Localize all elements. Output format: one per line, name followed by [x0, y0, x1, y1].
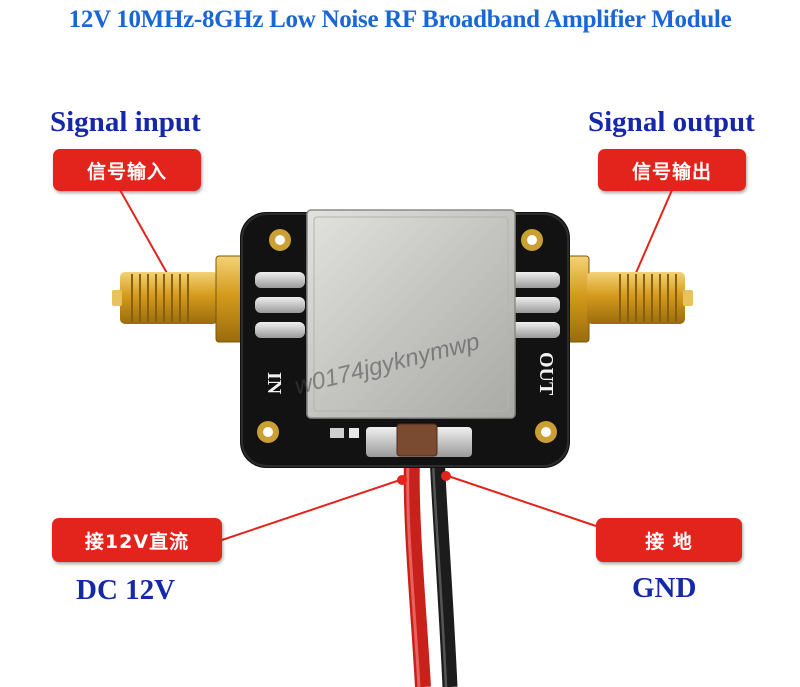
gnd-tag: 接 地	[596, 518, 742, 562]
red-wire-highlight	[406, 461, 421, 687]
output-pointer-line	[631, 189, 673, 283]
left-sma-pin	[112, 290, 122, 306]
smd-component	[330, 428, 344, 438]
dc-tag-text: 接12V直流	[84, 530, 190, 553]
inductor-component	[396, 423, 438, 457]
black-wire	[429, 454, 458, 687]
right-sma-threads	[619, 274, 677, 322]
left-solder-pads	[255, 272, 305, 338]
shield-can	[306, 209, 516, 419]
dc-tag: 接12V直流	[52, 518, 222, 562]
dc-pointer-line	[221, 479, 401, 541]
right-solder-pads	[510, 272, 560, 338]
dc-pointer-dot	[397, 475, 407, 485]
shield-can-inner	[313, 216, 509, 412]
in-marking: IN	[263, 372, 285, 395]
gnd-label: GND	[632, 572, 697, 604]
signal-output-tag-text: 信号输出	[631, 160, 712, 183]
gnd-pointer-line	[447, 475, 597, 527]
input-pointer-line	[119, 189, 173, 283]
out-marking: OUT	[535, 352, 557, 396]
signal-output-tag: 信号输出	[598, 149, 746, 191]
gnd-pointer-dot	[441, 471, 451, 481]
mounting-holes	[257, 229, 557, 443]
left-sma-threads	[131, 274, 189, 322]
signal-input-tag-text: 信号输入	[86, 160, 167, 183]
signal-input-tag: 信号输入	[53, 149, 201, 191]
red-wire	[403, 454, 431, 687]
right-sma-pin	[683, 290, 693, 306]
smd-led	[349, 428, 359, 438]
signal-input-label: Signal input	[50, 106, 201, 138]
dc-label: DC 12V	[76, 574, 176, 606]
signal-output-label: Signal output	[588, 106, 755, 138]
gnd-tag-text: 接 地	[645, 530, 693, 553]
title: 12V 10MHz-8GHz Low Noise RF Broadband Am…	[68, 6, 732, 33]
left-sma-barrel	[120, 272, 218, 324]
black-wire-highlight	[431, 461, 448, 687]
